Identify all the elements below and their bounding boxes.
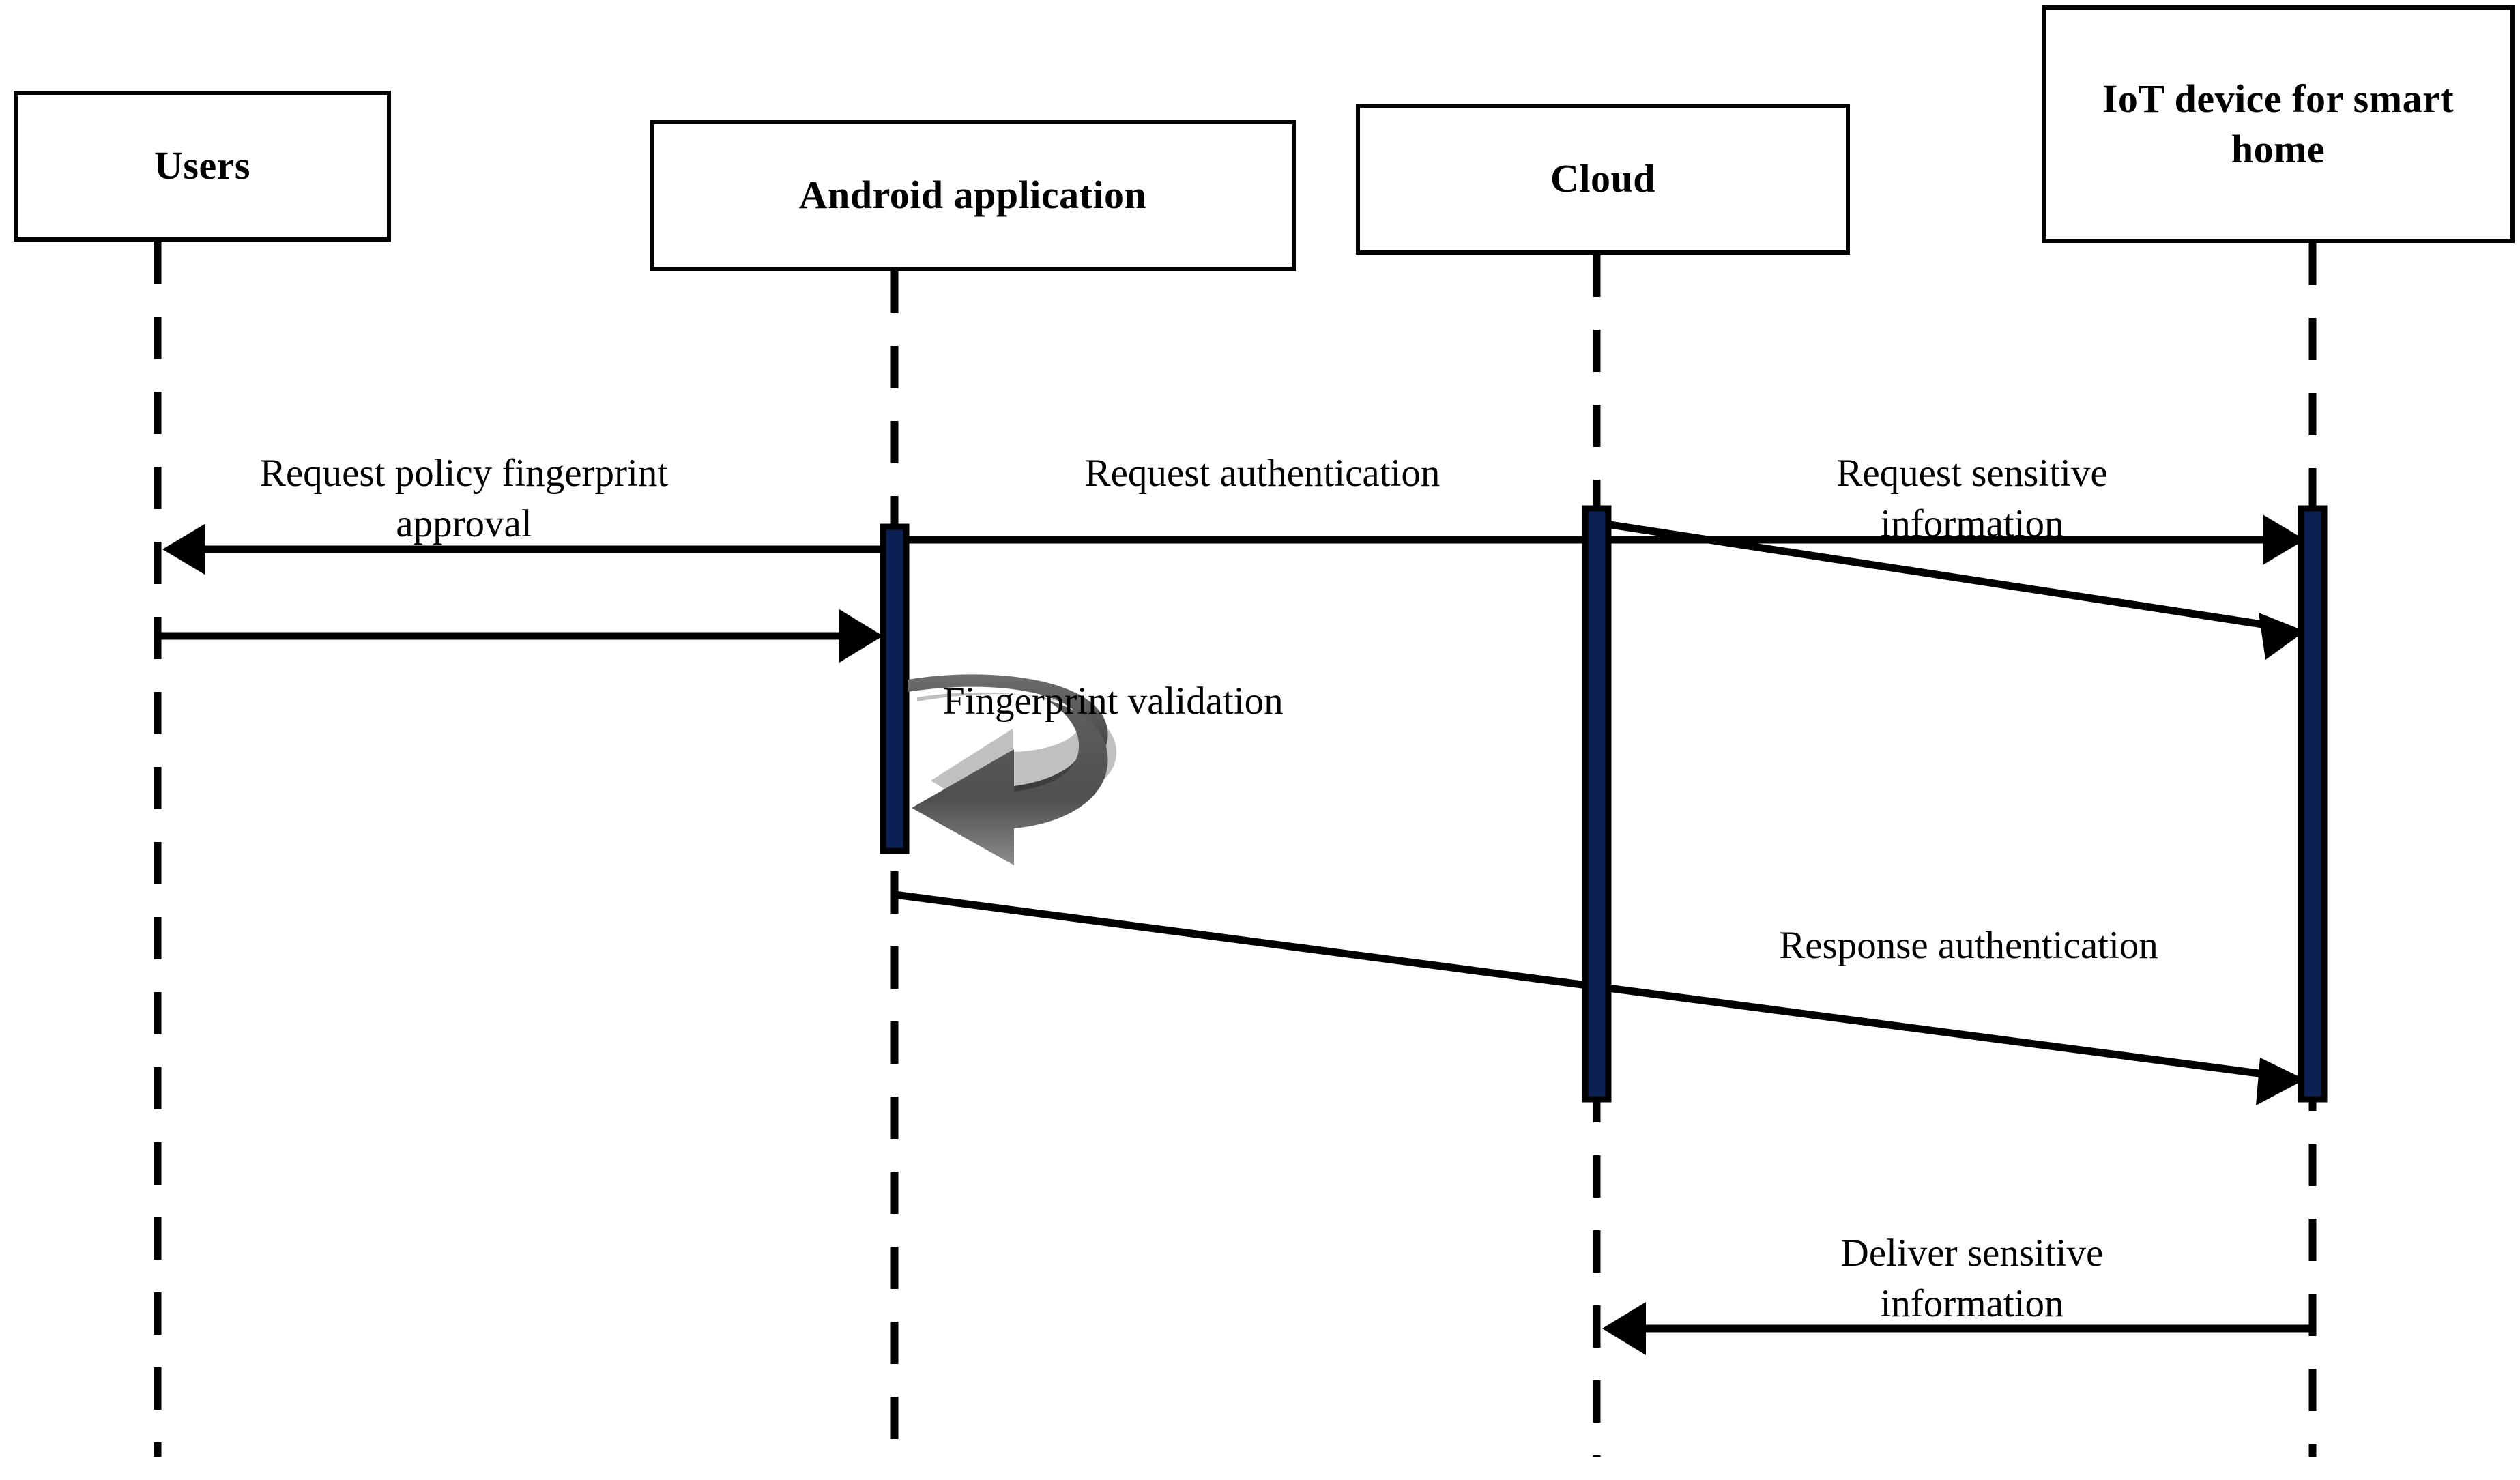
- arrowhead-deliver-sensitive-information: [1602, 1302, 1646, 1355]
- participant-box-iot-device-smart-home[interactable]: IoT device for smart home: [2042, 5, 2515, 243]
- message-text-fingerprint-validation: Fingerprint validation: [943, 680, 1284, 723]
- participant-label-iot-device-smart-home: IoT device for smart home: [2102, 76, 2454, 171]
- message-label-deliver-sensitive-information: Deliver sensitive information: [1665, 1178, 2279, 1329]
- participant-box-android-application[interactable]: Android application: [650, 120, 1296, 271]
- self-loop-arrowhead: [912, 700, 1108, 865]
- message-label-request-policy-fingerprint-approval: Request policy fingerprint approval: [85, 398, 843, 549]
- message-label-response-authentication: Response authentication: [1617, 870, 2320, 971]
- activation-bar-android-application: [880, 523, 910, 854]
- self-loop-upper-band: [908, 674, 1108, 794]
- message-text-deliver-sensitive-information: Deliver sensitive information: [1840, 1232, 2104, 1326]
- participant-box-users[interactable]: Users: [14, 91, 391, 242]
- message-line-request-sensitive-information-diagonal: [1596, 519, 2285, 632]
- arrowhead-users-to-android: [839, 609, 883, 663]
- message-label-request-authentication: Request authentication: [921, 398, 1604, 499]
- arrowhead-response-authentication: [2256, 1058, 2305, 1105]
- participant-label-cloud: Cloud: [1550, 156, 1655, 201]
- activation-bar-cloud: [1582, 505, 1612, 1103]
- self-loop-fingerprint-validation: [908, 674, 1117, 865]
- message-text-request-policy-fingerprint-approval: Request policy fingerprint approval: [259, 452, 669, 546]
- participant-label-users: Users: [154, 143, 250, 188]
- message-text-response-authentication: Response authentication: [1779, 924, 2158, 968]
- message-label-fingerprint-validation: Fingerprint validation: [943, 626, 1557, 727]
- participant-box-cloud[interactable]: Cloud: [1356, 104, 1850, 255]
- message-text-request-authentication: Request authentication: [1084, 452, 1440, 495]
- activation-bar-iot-device-smart-home: [2298, 505, 2328, 1103]
- message-label-request-sensitive-information: Request sensitive information: [1665, 398, 2279, 549]
- arrowhead-request-policy-fingerprint-approval: [162, 524, 205, 575]
- participant-label-android-application: Android application: [798, 173, 1147, 218]
- message-text-request-sensitive-information: Request sensitive information: [1836, 452, 2108, 546]
- arrowhead-request-sensitive-information: [2263, 514, 2305, 565]
- arrowhead-request-sensitive-information-diagonal: [2259, 613, 2305, 660]
- activation-bars: [880, 505, 2328, 1103]
